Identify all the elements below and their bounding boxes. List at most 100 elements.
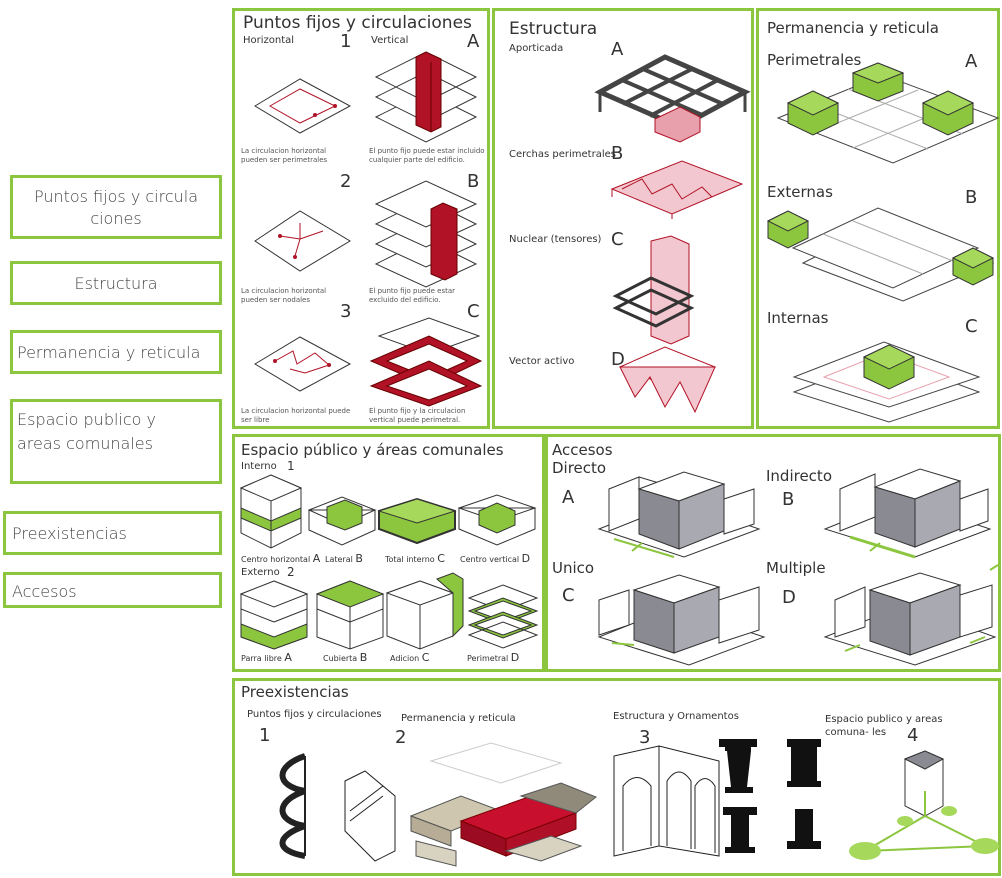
panel-espacio-publico: Espacio público y áreas comunales Intern… bbox=[232, 434, 545, 672]
sidebar-item-label: Preexistencias bbox=[12, 524, 127, 543]
panel-title: Accesos bbox=[552, 441, 613, 459]
label-indirecto: Indirecto bbox=[766, 467, 832, 485]
icon-columns bbox=[719, 739, 821, 853]
diagram-escalera-caracol bbox=[279, 753, 396, 862]
number-1: 1 bbox=[340, 31, 352, 52]
label-externo: Externo bbox=[241, 567, 280, 578]
label-unico: Unico bbox=[552, 559, 595, 577]
panel-estructura: Estructura Aporticada A Cerchas perimetr… bbox=[492, 8, 754, 429]
sidebar-item-label: Estructura bbox=[74, 274, 158, 293]
diagram-nuclear bbox=[612, 235, 695, 345]
label-interno: Interno bbox=[241, 461, 277, 472]
panel-preexistencias: Preexistencias Puntos fijos y circulacio… bbox=[232, 678, 1001, 876]
sidebar-item-label: Espacio publico y areas comunales bbox=[17, 410, 157, 453]
sidebar-item-permanencia: Permanencia y reticula bbox=[10, 330, 222, 374]
label-internas: Internas bbox=[767, 309, 829, 327]
letter-a: A bbox=[467, 31, 480, 52]
sidebar-item-label: Puntos fijos y circula ciones bbox=[33, 187, 199, 228]
letter-b: B bbox=[467, 171, 480, 192]
label-externas: Externas bbox=[767, 183, 833, 201]
letter-a: A bbox=[562, 487, 575, 508]
diagram-interno-b bbox=[307, 496, 377, 546]
diagram-horizontal-perimetral bbox=[254, 78, 352, 134]
diagram-interno-c bbox=[377, 497, 457, 545]
diagram-cerchas bbox=[610, 160, 744, 219]
number-2: 2 bbox=[287, 565, 295, 579]
caption-6: El punto fijo y la circulacion vertical … bbox=[369, 407, 466, 424]
label-horizontal: Horizontal bbox=[243, 35, 295, 46]
caption-1: La circulacion horizontal pueden ser per… bbox=[241, 147, 328, 164]
label-vertical: Vertical bbox=[371, 35, 409, 46]
diagram-externo-c bbox=[385, 572, 464, 650]
label-permanencia: Permanencia y reticula bbox=[401, 713, 516, 724]
sidebar-item-accesos: Accesos bbox=[3, 572, 222, 608]
letter-c: C bbox=[562, 585, 575, 606]
caption-2: El punto fijo puede estar incluido cualq… bbox=[369, 147, 485, 164]
diagram-perimetrales bbox=[776, 62, 1000, 164]
label-cerchas: Cerchas perimetrales bbox=[509, 149, 616, 160]
sidebar-item-preexistencias: Preexistencias bbox=[3, 511, 222, 555]
number-1: 1 bbox=[287, 459, 295, 473]
number-4: 4 bbox=[907, 725, 919, 746]
diagram-horizontal-nodal bbox=[254, 210, 351, 272]
panel-title: Espacio público y áreas comunales bbox=[241, 441, 504, 459]
caption-interno-c: Total interno C bbox=[385, 552, 445, 565]
caption-interno-a: Centro horizontal A bbox=[241, 552, 321, 565]
diagram-vertical-c bbox=[369, 317, 483, 407]
number-2: 2 bbox=[395, 727, 407, 748]
panel-accesos: Accesos Directo A Indirecto B Unico C Mu… bbox=[545, 434, 1001, 672]
diagram-aporticada bbox=[594, 54, 751, 143]
label-espacio-publico: Espacio publico y areas comuna- les bbox=[825, 714, 943, 738]
diagram-externo-b bbox=[315, 580, 385, 650]
label-perimetrales: Perimetrales bbox=[767, 51, 862, 69]
caption-interno-d: Centro vertical D bbox=[460, 552, 531, 565]
panel-title: Preexistencias bbox=[241, 683, 349, 701]
label-multiple: Multiple bbox=[766, 559, 826, 577]
diagram-vertical-b bbox=[374, 180, 478, 288]
caption-externo-a: Parra libre A bbox=[241, 651, 292, 664]
number-3: 3 bbox=[639, 727, 651, 748]
letter-c: C bbox=[611, 229, 624, 250]
sidebar-item-label: Permanencia y reticula bbox=[17, 343, 201, 362]
diagram-vector-activo bbox=[618, 346, 717, 414]
caption-externo-c: Adicion C bbox=[390, 651, 430, 664]
diagram-vertical-a bbox=[374, 51, 478, 143]
diagram-externo-d bbox=[467, 584, 539, 649]
caption-5: La circulacion horizontal puede ser libr… bbox=[241, 407, 351, 424]
letter-b: B bbox=[782, 489, 795, 510]
caption-interno-b: Lateral B bbox=[325, 552, 363, 565]
sidebar-item-label: Accesos bbox=[12, 582, 77, 601]
letter-d: D bbox=[611, 349, 625, 370]
sidebar-item-puntos-fijos: Puntos fijos y circula ciones bbox=[10, 175, 222, 239]
caption-externo-d: Perimetral D bbox=[467, 651, 520, 664]
label-nuclear: Nuclear (tensores) bbox=[509, 234, 602, 245]
diagram-externas bbox=[766, 207, 995, 302]
number-2: 2 bbox=[340, 171, 352, 192]
letter-b: B bbox=[965, 187, 978, 208]
sidebar-item-estructura: Estructura bbox=[10, 261, 222, 305]
panel-title: Permanencia y reticula bbox=[767, 19, 939, 37]
diagram-externo-a bbox=[239, 580, 309, 650]
diagram-interno-a bbox=[239, 474, 303, 549]
caption-4: El punto fijo puede estar excluido del e… bbox=[369, 287, 456, 304]
diagram-bloques-permanencia bbox=[409, 742, 597, 867]
letter-a: A bbox=[965, 51, 978, 72]
panel-title: Puntos fijos y circulaciones bbox=[243, 13, 472, 33]
letter-b: B bbox=[611, 143, 624, 164]
diagram-internas bbox=[792, 341, 981, 423]
diagram-acceso-directo bbox=[597, 471, 761, 558]
number-3: 3 bbox=[340, 301, 352, 322]
diagram-acceso-indirecto bbox=[823, 468, 992, 559]
sidebar-item-espacio-publico: Espacio publico y areas comunales bbox=[10, 399, 222, 484]
letter-c: C bbox=[467, 301, 480, 322]
diagram-espacio-publico-hexagono bbox=[849, 750, 999, 860]
label-puntos-fijos: Puntos fijos y circulaciones bbox=[247, 709, 382, 720]
panel-puntos-fijos: Puntos fijos y circulaciones Horizontal … bbox=[232, 8, 490, 429]
diagram-acceso-multiple bbox=[823, 564, 999, 666]
diagram-arcos-ornamentos bbox=[613, 745, 720, 857]
diagram-horizontal-libre bbox=[254, 336, 352, 392]
diagram-interno-d bbox=[457, 494, 537, 546]
caption-3: La circulacion horizontal pueden ser nod… bbox=[241, 287, 327, 304]
label-vector: Vector activo bbox=[509, 356, 575, 367]
diagram-acceso-unico bbox=[597, 574, 766, 666]
